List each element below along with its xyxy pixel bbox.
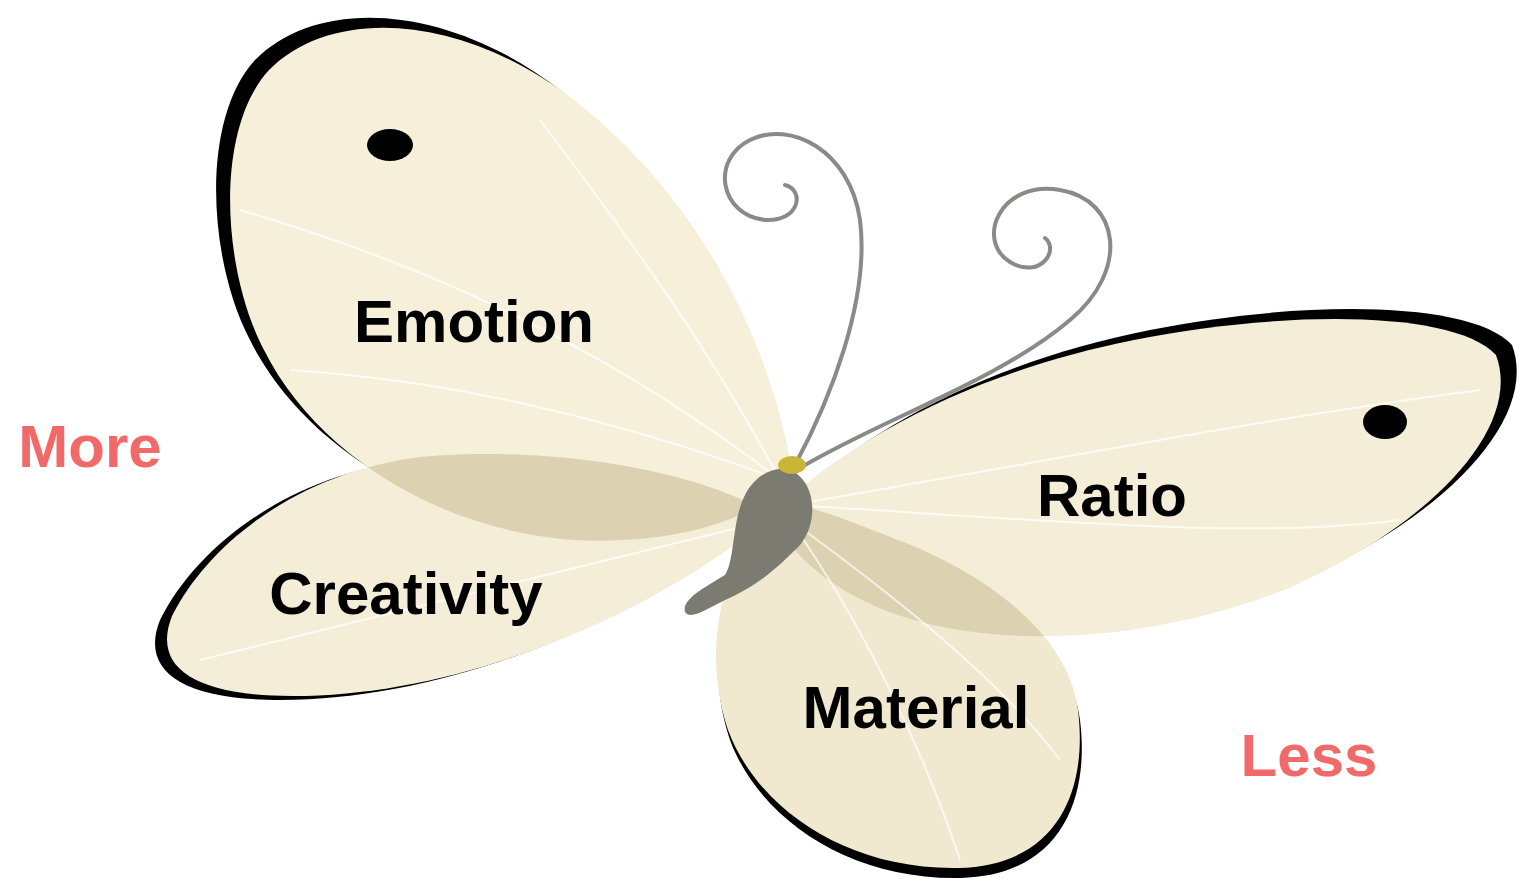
wing-label: Material bbox=[803, 675, 1030, 741]
scale-label: Less bbox=[1241, 723, 1378, 789]
wing-region: Material bbox=[795, 671, 1038, 745]
wing-label: Ratio bbox=[1037, 463, 1187, 529]
wing-region: Creativity bbox=[261, 557, 550, 631]
wing-label: Emotion bbox=[354, 289, 594, 355]
wing-region: Emotion bbox=[346, 285, 602, 359]
wing-label: Creativity bbox=[269, 561, 542, 627]
wing-region: Ratio bbox=[1029, 459, 1195, 533]
scale-label: More bbox=[18, 414, 161, 480]
